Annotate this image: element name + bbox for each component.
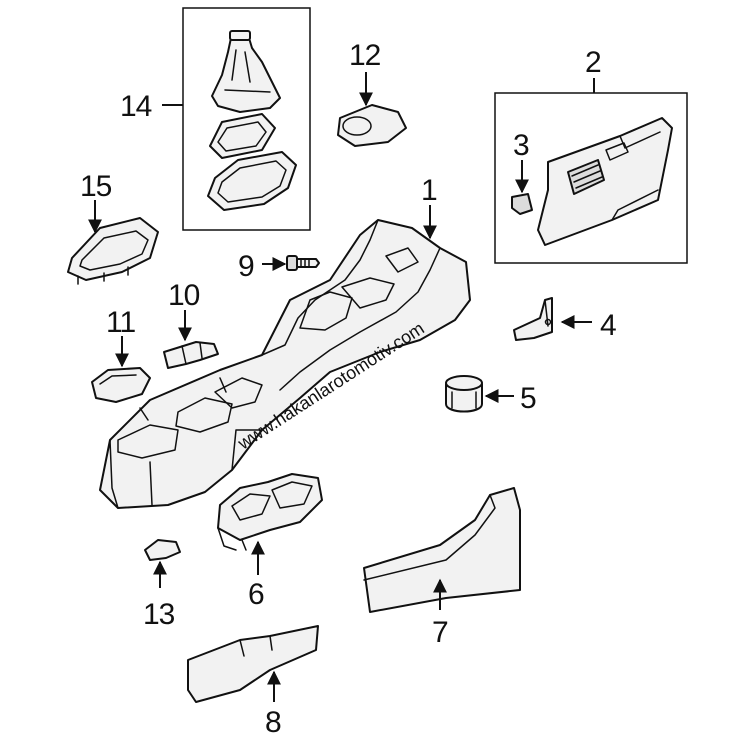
callout-3: 3 <box>513 129 529 162</box>
part-14-shift-boot <box>211 30 281 113</box>
part-14-boot-ring <box>209 113 276 159</box>
part-5-cup-insert <box>445 375 483 413</box>
callout-10: 10 <box>168 279 200 312</box>
part-14-group-frame <box>182 7 311 231</box>
part-8-side-panel <box>187 625 319 703</box>
part-2-side-panel <box>537 117 673 246</box>
part-12-cover <box>337 104 407 147</box>
part-9-screw <box>286 255 320 271</box>
callout-5: 5 <box>520 382 536 415</box>
callout-9: 9 <box>238 250 254 283</box>
callout-1: 1 <box>421 174 437 207</box>
part-15-bezel-ring <box>67 217 159 285</box>
part-2-group-frame <box>494 92 688 264</box>
part-7-side-panel <box>363 487 521 613</box>
callout-11: 11 <box>106 306 135 339</box>
part-13-clip <box>144 539 181 561</box>
part-3-clip <box>511 193 533 215</box>
part-6-cup-holder <box>217 473 323 551</box>
part-10-bracket <box>163 341 219 369</box>
part-1-console <box>99 219 471 509</box>
callout-13: 13 <box>143 598 175 631</box>
callout-15: 15 <box>80 170 112 203</box>
part-11-lid <box>91 367 151 403</box>
part-14-bezel <box>207 151 297 211</box>
callout-6: 6 <box>248 578 264 611</box>
callout-8: 8 <box>265 706 281 739</box>
callout-12: 12 <box>349 39 381 72</box>
callout-14: 14 <box>120 90 152 123</box>
part-4-bracket <box>513 297 553 341</box>
callout-4: 4 <box>600 309 616 342</box>
callout-7: 7 <box>432 616 448 649</box>
callout-2: 2 <box>585 46 601 79</box>
